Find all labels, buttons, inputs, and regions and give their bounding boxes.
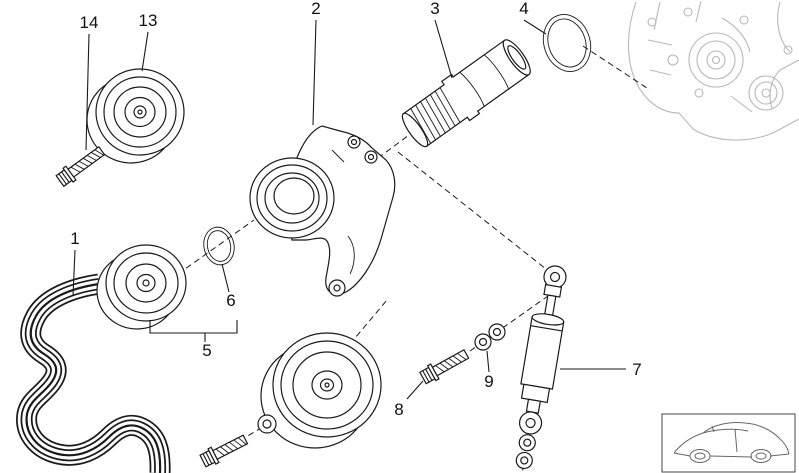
callout-14[interactable]: 14 [80,13,99,32]
dash-block-align [582,45,651,91]
dash-cylinder-damper [397,151,547,270]
leader-lines [72,19,626,400]
leader-2 [312,19,317,126]
callout-3[interactable]: 3 [430,0,439,18]
ribbed-belt-1 [16,273,171,473]
bolt-14 [55,146,106,188]
pulley-washer [257,414,277,434]
callout-6[interactable]: 6 [226,291,235,310]
pulley-bolt [199,434,249,468]
o-ring-6 [203,226,235,266]
bolt-8 [419,348,470,385]
callout-1[interactable]: 1 [70,229,79,248]
car-icon [673,422,790,463]
tensioner-bracket-2 [249,125,396,297]
callout-13[interactable]: 13 [139,11,158,30]
leader-5 [149,320,238,342]
leader-4 [523,19,547,35]
leader-13 [141,31,149,72]
dash-pulley-bolt [213,402,304,457]
callouts: 14 13 2 3 4 1 6 5 9 8 7 [70,0,641,419]
callout-4[interactable]: 4 [519,0,528,18]
callout-7[interactable]: 7 [632,360,641,379]
leader-6 [221,263,230,293]
callout-2[interactable]: 2 [311,0,320,18]
dash-pulley-bracket [349,299,388,345]
callout-8[interactable]: 8 [394,400,403,419]
leader-1 [72,249,76,297]
callout-9[interactable]: 9 [484,372,493,391]
leader-8 [406,380,424,400]
engine-block-ghost [627,0,799,141]
deflection-pulley [260,332,382,449]
pulley-with-cap [96,244,187,330]
hydraulic-cylinder-3 [401,39,531,148]
dash-pulley-oring [177,219,255,275]
car-thumbnail-box[interactable] [661,413,796,473]
o-ring-4 [542,14,592,72]
idler-pulley-13 [86,68,185,164]
leader-9 [486,350,490,373]
callout-5[interactable]: 5 [202,341,211,360]
washers-9 [474,323,506,351]
vibration-damper-7 [515,265,567,473]
leader-14 [85,33,90,151]
leader-3 [434,19,453,79]
